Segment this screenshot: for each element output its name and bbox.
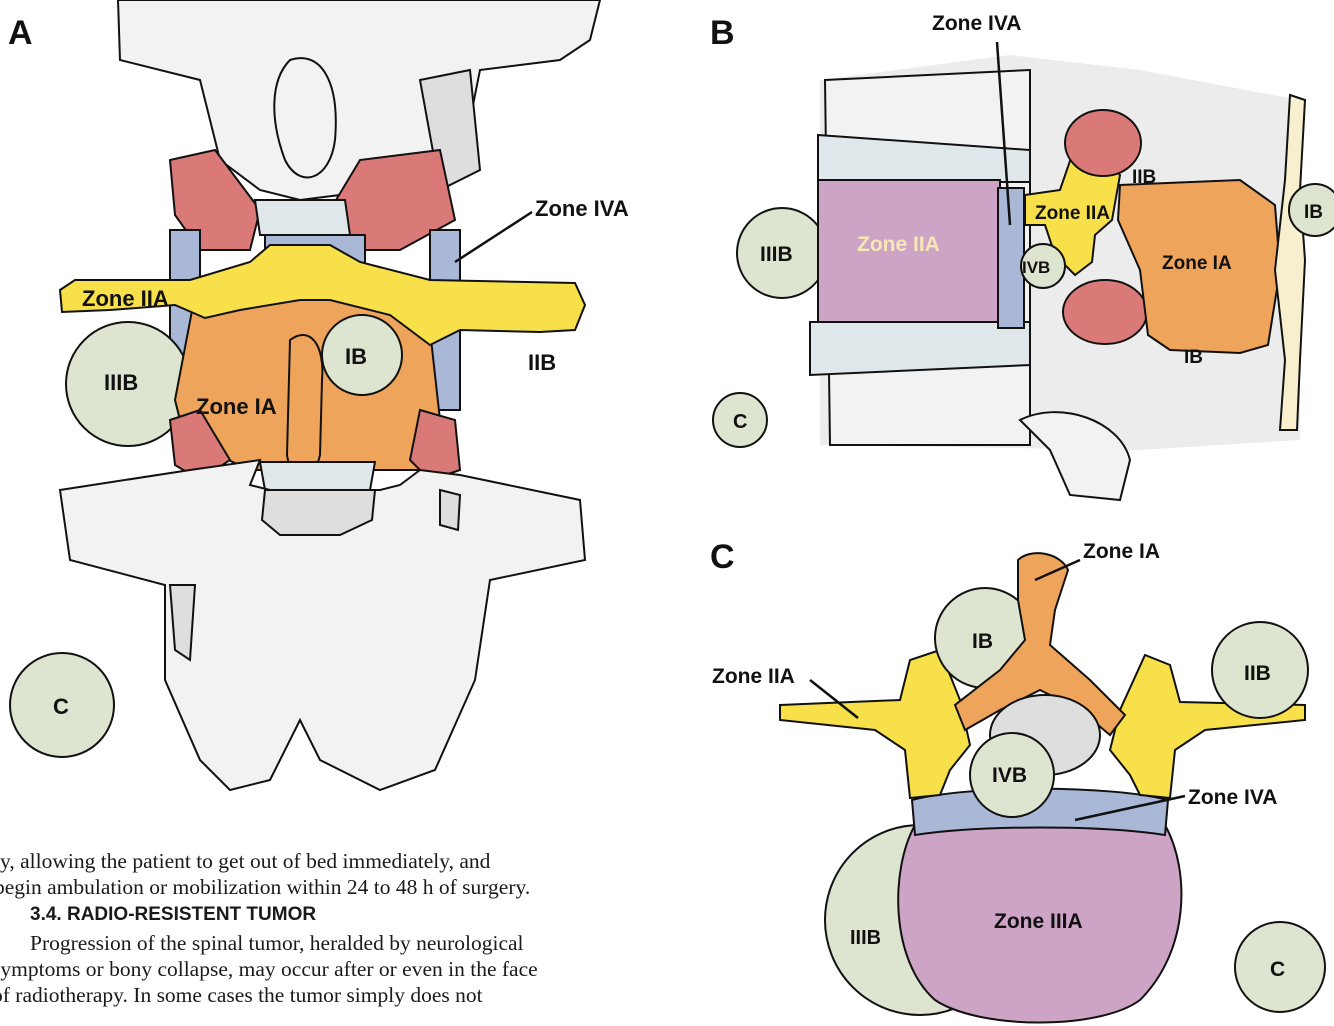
panel-c-diagram: C Zone IA IB Zone IIA IIB IVB Zone IVA I… xyxy=(700,530,1334,1026)
panel-a-diagram: A Zone IVA Zone IIA IB IIB IIIB Zone IA … xyxy=(0,0,640,800)
zone-ia-label: Zone IA xyxy=(196,394,277,419)
zone-iia-region xyxy=(780,650,970,798)
ib-label: IB xyxy=(972,630,993,653)
c-label: C xyxy=(53,694,69,719)
panel-b-diagram: B Zone IVA IIB IB Zone IIA Zone IIA IIIB… xyxy=(700,0,1334,510)
panel-a-posterior-view: A Zone IVA Zone IIA IB IIB IIIB Zone IA … xyxy=(0,0,640,800)
ib-label-right: IB xyxy=(1304,202,1323,223)
facet-joint-upper xyxy=(1065,110,1141,176)
lower-disc xyxy=(260,462,375,490)
c-label: C xyxy=(733,411,747,433)
zone-iva-leader xyxy=(455,212,532,262)
zone-iia-label-body: Zone IIA xyxy=(857,233,940,256)
iiib-label: IIIB xyxy=(104,370,138,395)
lower-disc xyxy=(810,322,1030,375)
body-text-line: ty, allowing the patient to get out of b… xyxy=(0,848,660,874)
body-text: ty, allowing the patient to get out of b… xyxy=(0,848,660,1008)
panel-b-lateral-view: B Zone IVA IIB IB Zone IIA Zone IIA IIIB… xyxy=(700,0,1334,510)
ivb-label: IVB xyxy=(992,764,1027,787)
panel-a-letter: A xyxy=(8,14,33,52)
zone-iva-label: Zone IVA xyxy=(1188,786,1277,809)
iib-label: IIB xyxy=(1244,662,1271,685)
panel-b-letter: B xyxy=(710,14,735,52)
panel-c-axial-view: C Zone IA IB Zone IIA IIB IVB Zone IVA I… xyxy=(700,530,1334,1026)
c-label: C xyxy=(1270,958,1285,981)
iib-label: IIB xyxy=(1132,167,1156,188)
facet-joint-lower xyxy=(1063,280,1147,344)
zone-iva-region xyxy=(998,188,1024,328)
iiib-label: IIIB xyxy=(850,927,881,949)
zone-ia-spinous xyxy=(287,335,322,474)
zone-iva-label: Zone IVA xyxy=(932,12,1021,35)
body-text-line: symptoms or bony collapse, may occur aft… xyxy=(0,956,660,982)
iib-label: IIB xyxy=(528,350,556,375)
zone-iva-label: Zone IVA xyxy=(535,196,629,221)
ivb-label: IVB xyxy=(1022,258,1050,277)
zone-ia-label: Zone IA xyxy=(1083,540,1160,563)
upper-disc xyxy=(255,200,350,235)
lower-facet-right xyxy=(440,490,460,530)
zone-iia-label-right: Zone IIA xyxy=(1035,203,1110,224)
body-text-line: begin ambulation or mobilization within … xyxy=(0,874,660,900)
ib-label: IB xyxy=(345,344,367,369)
ib-label-bottom: IB xyxy=(1184,347,1203,368)
section-heading: 3.4. RADIO-RESISTENT TUMOR xyxy=(0,902,660,928)
zone-iia-label: Zone IIA xyxy=(712,665,795,688)
panel-c-letter: C xyxy=(710,538,735,576)
iiib-label: IIIB xyxy=(760,243,793,266)
body-text-line: of radiotherapy. In some cases the tumor… xyxy=(0,982,660,1008)
zone-ia-label: Zone IA xyxy=(1162,253,1232,274)
body-text-line: Progression of the spinal tumor, heralde… xyxy=(0,930,660,956)
zone-iia-label: Zone IIA xyxy=(82,286,169,311)
zone-iiia-label: Zone IIIA xyxy=(994,910,1083,933)
